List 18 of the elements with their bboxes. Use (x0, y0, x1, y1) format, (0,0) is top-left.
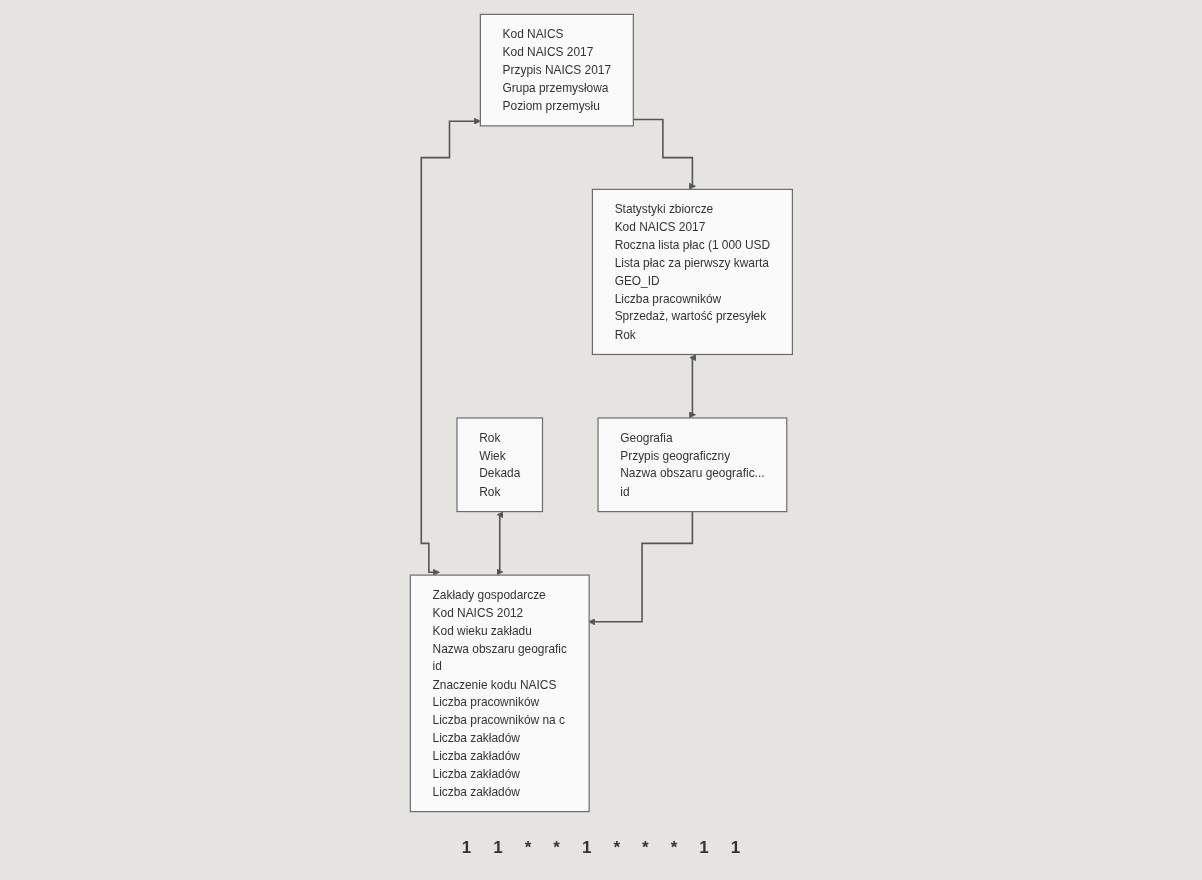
cardinality-label: * (642, 838, 649, 858)
cardinality-label: * (553, 838, 560, 858)
cardinality-label: 1 (581, 838, 592, 858)
cardinality-label: * (524, 838, 532, 858)
cardinality-label: * (670, 838, 678, 858)
node-box: Geografia Przypis geograficzny Nazwa obszaru geografic... id (597, 417, 787, 513)
arrow (632, 118, 696, 190)
cardinality-label: * (613, 838, 621, 858)
node-box: Kod NAICS Kod NAICS 2017 Przypis NAICS 2017 Grupa przemysłowa Poziom przemysłu (479, 13, 634, 127)
cardinality-label: 1 (493, 838, 503, 858)
cardinality-label: 1 (730, 838, 741, 858)
arrow (495, 511, 503, 576)
node-box: Zakłady gospodarcze Kod NAICS 2012 Kod wieku zakładu Nazwa obszaru geografic id Znaczenie kodu NAICS Liczba pracowników Liczba pracowników na c Liczba zakładów Liczba zakładów Liczba zakładów Liczba zakładów (409, 574, 590, 813)
cardinality-label: 1 (699, 838, 709, 858)
node-box: Statystyki zbiorcze Kod NAICS 2017 Roczna lista płac (1 000 USD Lista płac za pierwszy kwarta GEO_ID Liczba pracowników Sprzedaż, wartość przesyłek Rok (591, 188, 793, 356)
node-box: Rok Wiek Dekada Rok (456, 417, 543, 513)
cardinality-label: 1 (461, 838, 472, 858)
arrow (688, 354, 696, 419)
